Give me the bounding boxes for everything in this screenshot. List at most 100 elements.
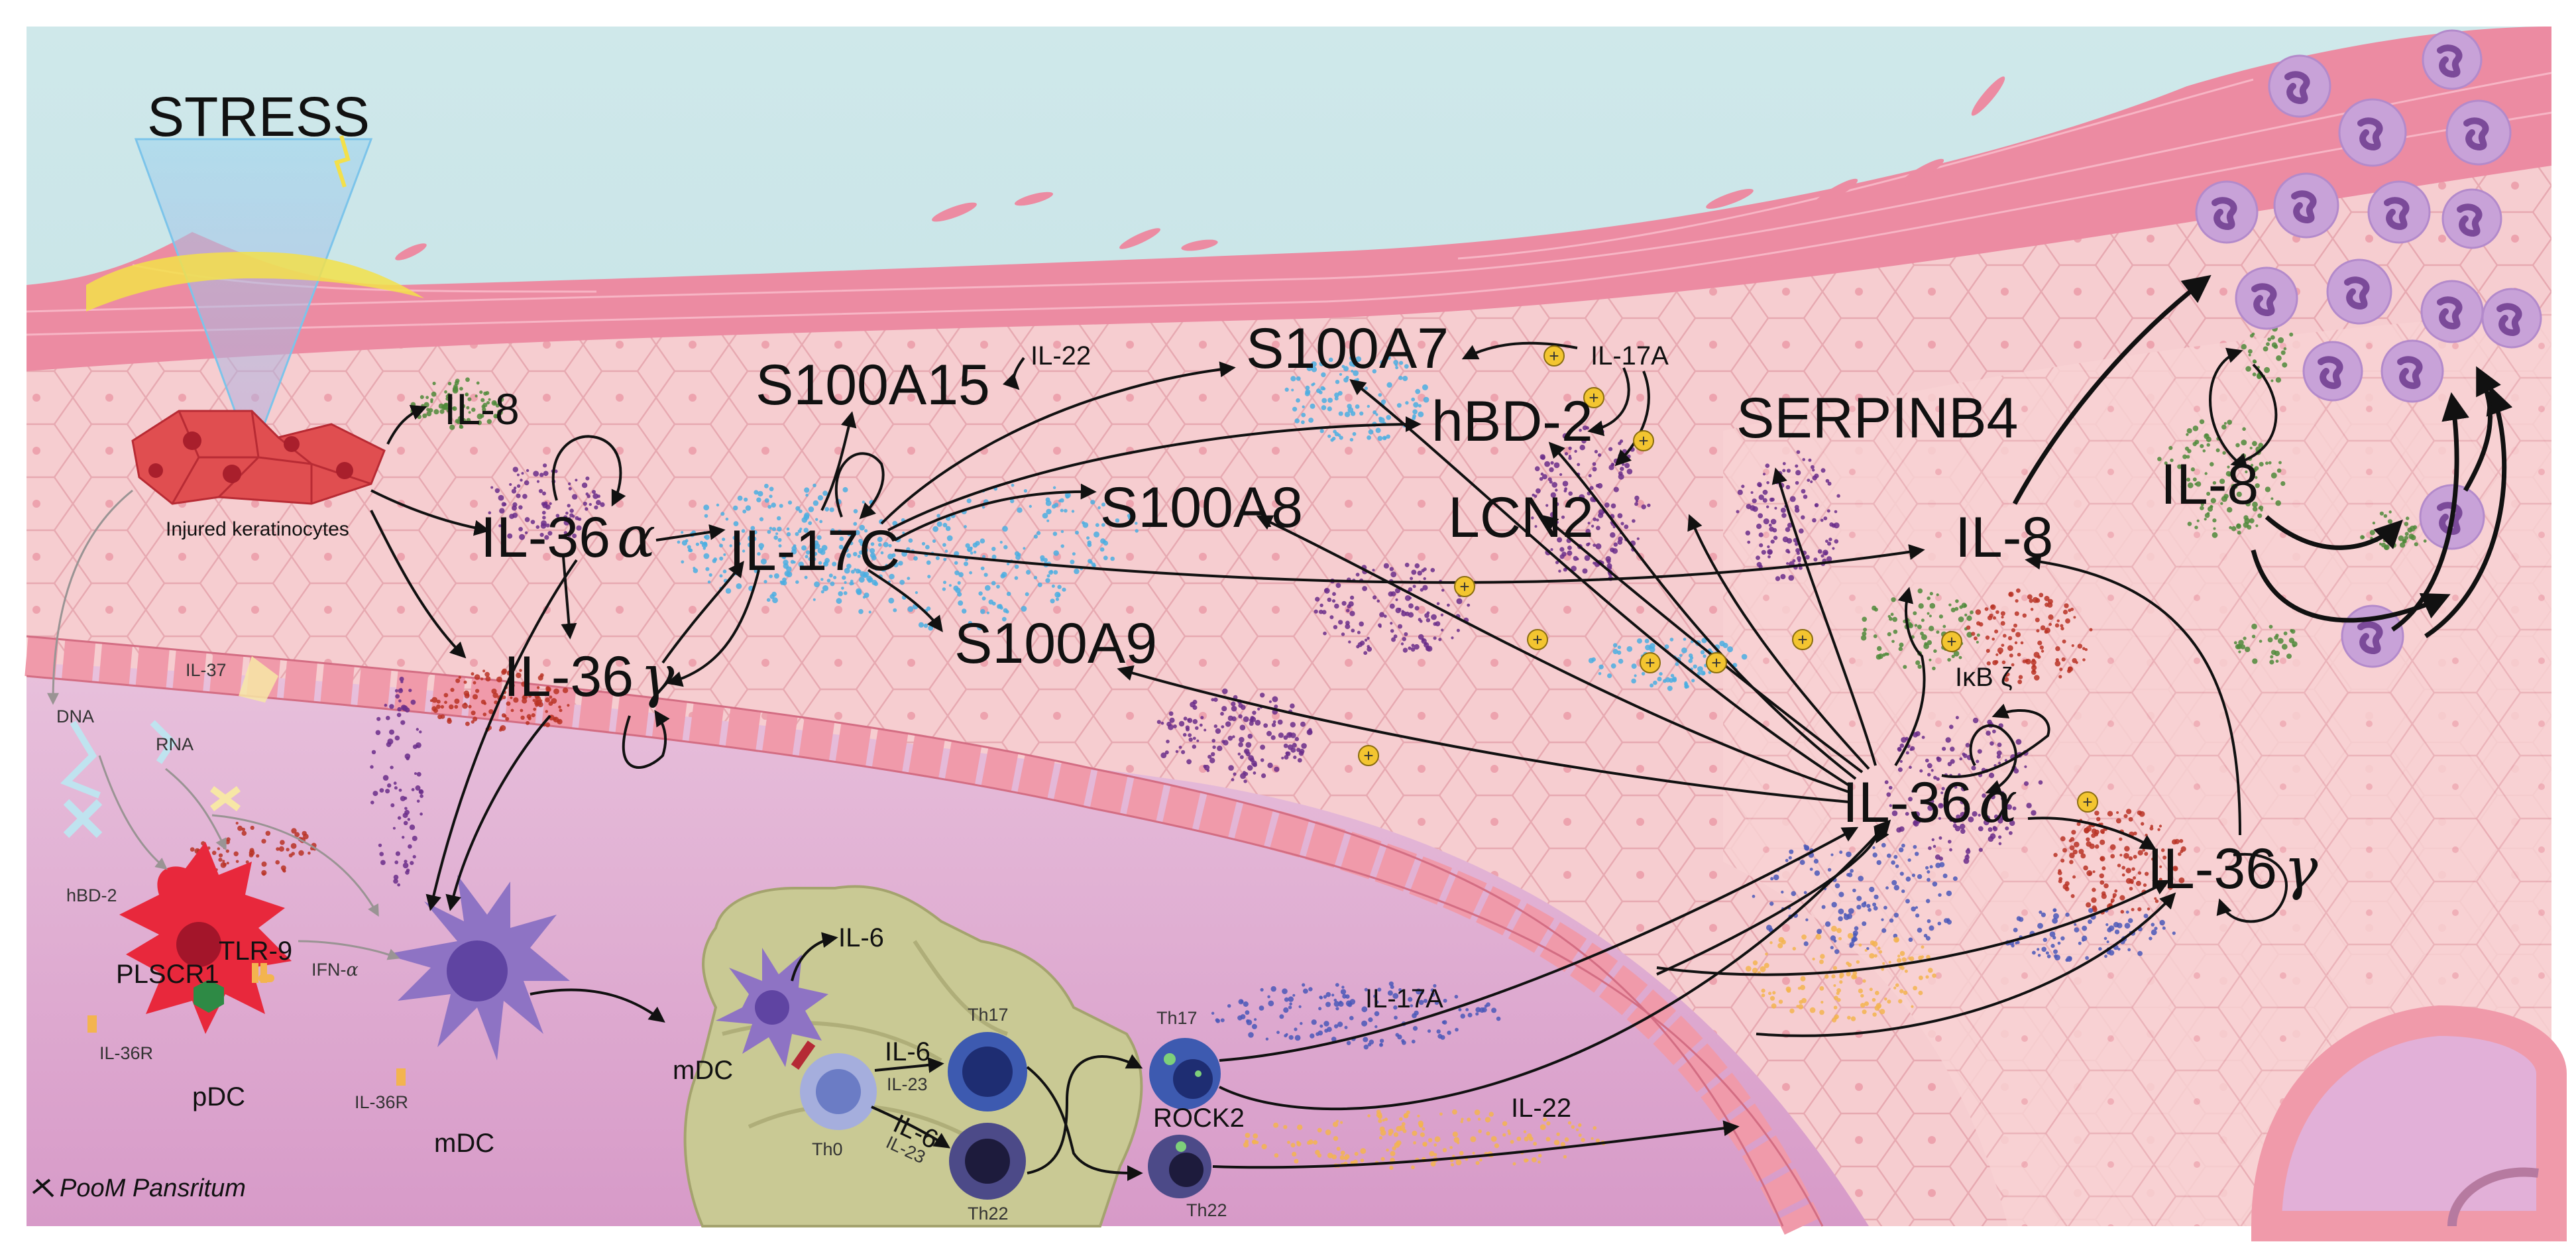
plus-sign-10: +: [2082, 792, 2092, 812]
neutrophil-8: [2235, 266, 2298, 330]
neutrophil-cluster: [2195, 29, 2542, 668]
plus-badge-1: +: [1583, 387, 1604, 408]
dot-cloud-2: [429, 668, 570, 732]
plus-sign-5: +: [1645, 653, 1655, 673]
dermis-layer: [27, 630, 1922, 1226]
mdc-cell-small: [716, 948, 828, 1070]
mdc-label-small: mDC: [673, 1056, 733, 1085]
dot-cloud-24: [1211, 981, 1501, 1050]
plus-sign-0: +: [1549, 346, 1559, 366]
basal-layer-outline: [26, 635, 1824, 1227]
plus-badge-4: +: [1527, 629, 1548, 650]
mdc-cell-large: [384, 875, 570, 1060]
plus-badge-6: +: [1706, 652, 1727, 673]
neutrophil-3: [2445, 99, 2512, 166]
plus-sign-4: +: [1532, 630, 1542, 650]
mdc-label-large: mDC: [434, 1129, 494, 1158]
il36r-receptor-mdc: [396, 1068, 406, 1086]
stratum-corneum: [27, 27, 2551, 371]
plus-badge-9: +: [1941, 631, 1962, 652]
injured-keratinocytes: [131, 410, 386, 505]
plus-badge-10: +: [2077, 791, 2098, 813]
plus-badge-8: +: [1358, 745, 1379, 766]
il37-label: IL-37: [186, 660, 227, 680]
injured-keratinocytes-label: Injured keratinocytes: [166, 518, 349, 540]
dot-cloud-23: [2233, 623, 2298, 665]
dot-cloud-7: [1284, 355, 1429, 442]
dot-cloud-15: [1884, 716, 2043, 864]
neutrophil-13: [2380, 339, 2444, 403]
il22-label-top: IL-22: [1031, 341, 1091, 370]
il17a-label-top: IL-17A: [1591, 341, 1669, 370]
neutrophil-7: [2441, 188, 2502, 249]
hbd2-small-label: hBD-2: [66, 885, 117, 905]
ifna-label: IFN-α: [311, 960, 359, 980]
il8-right-label: IL-8: [1955, 506, 2053, 569]
plus-badge-5: +: [1640, 652, 1661, 673]
dermal-papilla: [2251, 1005, 2567, 1241]
s100a8-label: S100A8: [1100, 476, 1303, 540]
th22-node-label: Th22: [968, 1204, 1009, 1224]
plus-sign-1: +: [1589, 388, 1598, 408]
hbd2-label: hBD-2: [1431, 390, 1593, 453]
plus-badge-7: +: [1792, 629, 1813, 650]
il8-keratinocyte-label: IL-8: [444, 384, 520, 433]
tlr9-receptor-2: [260, 963, 267, 983]
s100a15-label: S100A15: [756, 353, 990, 417]
il36r-receptor-pdc: [87, 1015, 97, 1033]
dot-cloud-20: [2157, 419, 2286, 538]
neutrophil-2: [2422, 29, 2483, 90]
epidermis-right-cells: [1723, 312, 2551, 1226]
pdc-cell: [119, 842, 292, 1034]
il36r-pdc-label: IL-36R: [99, 1043, 153, 1063]
dermal-papilla-ring: [2447, 1167, 2539, 1227]
rock2-label: ROCK2: [1153, 1104, 1245, 1133]
il6-label-a: IL-6: [838, 923, 884, 952]
il23-label-a: IL-23: [887, 1074, 928, 1094]
neutrophil-5: [2273, 172, 2339, 239]
s100a9-label: S100A9: [954, 612, 1157, 675]
il22-bottom-label: IL-22: [1511, 1094, 1571, 1123]
pathway-arrows: [47, 274, 2513, 1181]
il36r-mdc-label: IL-36R: [355, 1092, 408, 1112]
serpinb4-label: SERPINB4: [1736, 386, 2018, 450]
svg-text:PooM Pansritum: PooM Pansritum: [60, 1174, 246, 1202]
dot-cloud-9: [1156, 688, 1313, 783]
plus-sign-8: +: [1363, 746, 1373, 766]
plus-badges: + + + + + + + + + + +: [1358, 345, 2098, 813]
plus-badge-0: +: [1543, 345, 1565, 367]
s100a7-label: S100A7: [1246, 317, 1449, 380]
neutrophil-0: [2268, 54, 2331, 118]
rna-label: RNA: [156, 734, 194, 754]
th17-effector-label: Th17: [1156, 1008, 1198, 1028]
basal-layer: [25, 636, 1821, 1235]
th17-node-label: Th17: [968, 1005, 1009, 1025]
il17a-bottom-label: IL-17A: [1365, 984, 1443, 1013]
ikbz-label: IκB ζ: [1955, 663, 2013, 692]
th0-label: Th0: [812, 1139, 843, 1159]
neutrophil-10: [2420, 280, 2484, 343]
th22-cell-node: [949, 1123, 1026, 1200]
pdc-label: pDC: [192, 1082, 245, 1111]
pdc-hexagon: [194, 980, 224, 1013]
plus-sign-9: +: [1946, 632, 1956, 652]
il17c-label: IL-17C: [729, 519, 900, 583]
th17-cell-effector: [1149, 1038, 1221, 1110]
th22-cell-effector: [1148, 1135, 1211, 1198]
corneocyte-flakes: [395, 76, 2005, 292]
plus-sign-2: +: [1638, 431, 1648, 451]
stress-label: STRESS: [147, 85, 370, 148]
dot-cloud-1: [488, 463, 605, 540]
stratum-corneum-lines: [26, 72, 2552, 336]
plscr1-label: PLSCR1: [116, 960, 219, 989]
neutrophil-1: [2338, 98, 2407, 167]
stress-damage-halo: [86, 252, 424, 312]
th17-cell-node: [948, 1032, 1027, 1111]
plus-sign-3: +: [1459, 577, 1469, 597]
dot-cloud-8: [1314, 563, 1471, 655]
dot-cloud-25: [1243, 1109, 1606, 1170]
dot-cloud-18: [2053, 809, 2186, 915]
